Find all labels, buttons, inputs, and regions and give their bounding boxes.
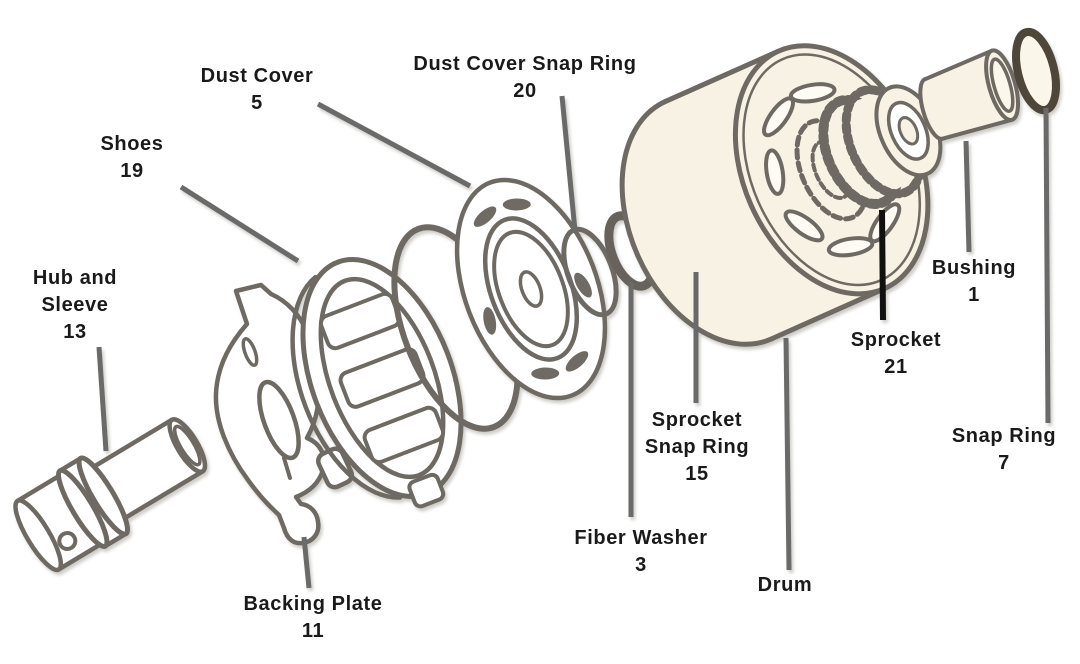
part-name: Dust Cover [200,65,314,87]
part-number: 20 [513,80,537,102]
part-name: Backing Plate [243,593,383,615]
leader-dust-cover-snap-ring [559,95,578,232]
part-number: 15 [685,463,709,485]
label-backing-plate: Backing Plate 11 [244,591,383,645]
sprocket-drawing [818,84,943,209]
leader-sprocket [879,209,886,321]
part-number: 11 [301,620,325,642]
dust-cover-drawing [454,177,608,401]
leader-backing-plate [301,536,312,589]
label-shoes: Shoes 19 [100,131,163,185]
leader-lines [96,95,1051,589]
part-name: Sprocket [850,329,942,351]
shoes-drawing [290,257,464,509]
label-sprocket-snap-ring: Sprocket Snap Ring 15 [645,407,749,488]
leader-shoes [179,184,300,264]
part-name: Hub and [32,267,118,289]
label-dust-cover-snap-ring: Dust Cover Snap Ring 20 [413,51,636,105]
part-number: 7 [998,452,1010,474]
part-name: Snap Ring [951,425,1057,447]
leader-snap-ring [1043,107,1051,424]
part-number: 5 [251,92,263,114]
part-number: 1 [968,284,980,306]
leader-hub-and-sleeve [96,346,109,452]
bushing-drawing [918,48,1021,141]
label-fiber-washer: Fiber Washer 3 [574,525,707,579]
part-name: Drum [757,574,813,596]
leader-dust-cover [316,101,472,189]
label-dust-cover: Dust Cover 5 [201,63,314,117]
label-sprocket: Sprocket 21 [851,327,941,381]
part-number: 13 [63,321,87,343]
part-name: Fiber Washer [574,527,708,549]
label-drum: Drum [758,572,813,599]
part-name: Sprocket [651,409,743,431]
part-number: 21 [884,356,908,378]
label-snap-ring: Snap Ring 7 [952,423,1056,477]
part-name-2: Sleeve [41,294,109,316]
part-name: Bushing [931,257,1017,279]
part-number: 19 [120,160,144,182]
hub-and-sleeve-drawing [13,417,208,573]
part-number: 3 [635,554,647,576]
part-name: Shoes [100,133,164,155]
part-name: Dust Cover Snap Ring [413,53,637,75]
part-name-2: Snap Ring [644,436,750,458]
leader-bushing [963,140,972,253]
leader-drum [783,337,792,571]
label-bushing: Bushing 1 [932,255,1016,309]
label-hub-and-sleeve: Hub and Sleeve 13 [33,265,117,346]
